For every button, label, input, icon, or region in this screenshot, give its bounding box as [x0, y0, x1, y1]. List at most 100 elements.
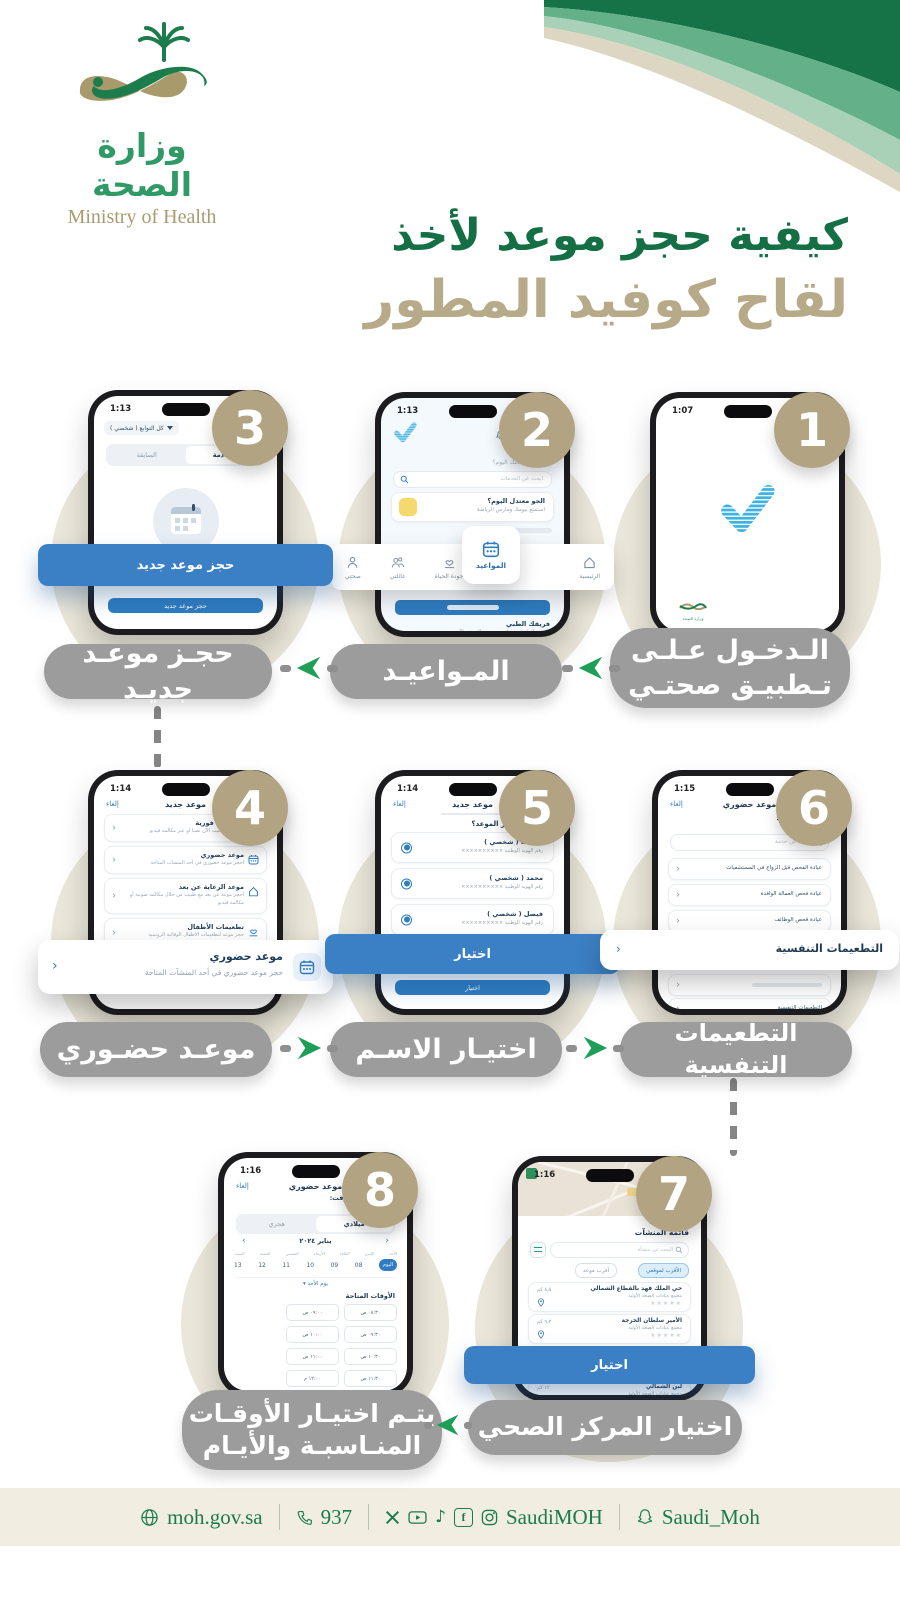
time-slot[interactable]: ١١:٠٠ ص [286, 1348, 339, 1365]
snapchat-handle[interactable]: Saudi_Moh [661, 1504, 760, 1529]
search-input[interactable]: ابحث عن الخدمات [393, 471, 552, 488]
nav-item-my-health[interactable]: صحتي [345, 554, 361, 580]
medical-team-title: فريقك الطبي [506, 620, 550, 628]
service-row-expat-exam[interactable]: عيادة فحص العمالة الوافدة ‹ [668, 884, 831, 906]
chevron-left-icon: ‹ [676, 979, 680, 991]
date-cell[interactable]: 12 [258, 1261, 266, 1269]
day-selector-value: يوم الأحد [307, 1281, 328, 1287]
day-selector[interactable]: يوم الأحد ▾ [303, 1281, 328, 1287]
cancel-link[interactable]: إلغاء [393, 800, 406, 808]
step-1-badge: 1 [774, 392, 850, 468]
step-1-label: الـدخـول عـلـى تـطبيـق صحتـي [610, 628, 850, 708]
hand-heart-icon [443, 556, 456, 569]
calendar-icon [299, 959, 315, 975]
nav-item-home[interactable]: الرئيسية [579, 554, 600, 580]
date-cell[interactable]: 08 [354, 1261, 363, 1269]
weekday: الثلاثاء [339, 1251, 350, 1256]
date-today[interactable]: اليوم [378, 1259, 397, 1271]
step-8: 1:16 موعد حضوري إلغاء اختر التاريخ والوق… [218, 1152, 418, 1397]
time-slot[interactable]: ٠٨:٣٠ ص [344, 1304, 397, 1321]
time-slot[interactable]: ١٢:٠٠ م [286, 1370, 339, 1387]
date-cell[interactable]: 11 [282, 1261, 290, 1269]
pin-icon [537, 1298, 545, 1307]
time-slot[interactable]: ١٠:٠٠ ص [286, 1326, 339, 1343]
moh-logo-english: Ministry of Health [67, 206, 217, 228]
respiratory-vaccinations-popped-row[interactable]: التطعيمات التنفسية ‹ [600, 930, 899, 970]
facebook-icon: f [453, 1507, 473, 1527]
in-person-appointment-popped-card[interactable]: موعد حضوري حجز موعد حضوري في أحد المنشآت… [38, 940, 333, 994]
date-cell[interactable]: 09 [330, 1261, 339, 1269]
facility-search-input[interactable]: البحث عن منشأة [550, 1242, 689, 1258]
service-name: عيادة فحص الوظائف [774, 917, 822, 923]
filter-button[interactable] [530, 1242, 546, 1258]
phone-number[interactable]: 937 [320, 1504, 353, 1529]
nav-item-quality-of-life[interactable]: جودة الحياة [435, 554, 463, 580]
dashed-connector-step3-step4 [154, 706, 161, 768]
status-time: 1:14 [397, 784, 419, 794]
person-option-3[interactable]: فيصل ( شخصي ) رقم الهوية الوطنية ×××××××… [391, 904, 554, 935]
social-handle[interactable]: SaudiMOH [505, 1504, 603, 1529]
person-name: عبدالله ( شخصي ) [484, 838, 543, 846]
flow-arrow-2-3 [280, 654, 338, 682]
dynamic-island [723, 405, 772, 418]
facility-card-2[interactable]: الأمير سلطان الحرجة مجمع عيادات الصحة ال… [528, 1314, 691, 1344]
cancel-link[interactable]: إلغاء [106, 800, 119, 808]
home-icon [583, 556, 596, 569]
service-row-skeleton[interactable]: ‹ [668, 974, 831, 996]
nav-item-appointments-elevated[interactable]: المواعيد [462, 526, 520, 584]
facility-card-1[interactable]: حي الملك فهد بالقطاع الشمالي مجمع عيادات… [528, 1282, 691, 1312]
book-new-appointment-button-popped[interactable]: حجز موعد جديد [38, 544, 333, 586]
footer-separator [278, 1504, 280, 1530]
radio-selected[interactable] [401, 878, 412, 889]
cancel-link[interactable]: إلغاء [670, 800, 683, 808]
promo-button[interactable] [395, 600, 550, 615]
step-1-label-line2: تـطبيـق صحتـي [628, 670, 832, 701]
status-time: 1:14 [110, 784, 132, 794]
chip-earliest-appointment[interactable]: أقرب موعد [574, 1263, 617, 1278]
option-in-person-appointment[interactable]: موعد حضوري احجز موعد حضوري في أحد المنشآ… [104, 846, 267, 874]
cancel-link[interactable]: إلغاء [236, 1182, 249, 1190]
service-row-employment-exam[interactable]: عيادة فحص الوظائف ‹ [668, 910, 831, 932]
website-link[interactable]: moh.gov.sa [167, 1504, 263, 1529]
chip-nearest-to-me[interactable]: الأقرب لموقعي [638, 1263, 689, 1278]
tab-past[interactable]: السابقة [136, 451, 157, 459]
service-search-input[interactable]: البحث عن خدمة [670, 834, 829, 851]
dependents-dropdown[interactable]: كل التوابع ( شخصي ) [104, 421, 179, 435]
chevron-prev-month[interactable]: › [242, 1236, 246, 1246]
tab-hijri[interactable]: هجري [268, 1220, 285, 1228]
choose-button-small[interactable]: اختيار [395, 980, 550, 995]
facility-list-title: قائمة المنشآت [634, 1228, 689, 1237]
medical-team-subtitle: لا يوجد لديك فريق طبي مخصص لك حتى الآن [456, 629, 550, 631]
globe-icon [141, 1508, 158, 1526]
time-slot[interactable]: ٠٩:٣٠ ص [344, 1326, 397, 1343]
time-slot[interactable]: ١١:٣٠ ص [344, 1370, 397, 1387]
facility-subtitle: مجمع عيادات الصحة الأولية [628, 1294, 682, 1299]
service-row-premarital[interactable]: عيادة الفحص قبل الزواج في المستشفيات ‹ [668, 858, 831, 880]
choose-button-popped[interactable]: اختيار [325, 934, 620, 974]
arrow-left-icon [296, 656, 321, 680]
person-option-1[interactable]: عبدالله ( شخصي ) رقم الهوية الوطنية ××××… [391, 832, 554, 863]
service-name: عيادة فحص العمالة الوافدة [760, 891, 822, 897]
step-2-label: المـواعيـد [330, 644, 562, 699]
radio-selected[interactable] [401, 842, 412, 853]
date-cell[interactable]: 13 [234, 1261, 242, 1269]
step-2-label-text: المـواعيـد [382, 655, 510, 687]
book-new-appointment-button-small[interactable]: حجز موعد جديد [108, 598, 263, 613]
option-telehealth-appointment[interactable]: موعد الرعاية عن بعد احجز موعد عن بعد مع … [104, 878, 267, 914]
service-row-respiratory[interactable]: التطعيمات التنفسية ‹ [668, 998, 831, 1009]
date-cell[interactable]: 10 [306, 1261, 315, 1269]
step-4-label-text: موعـد حضـوري [56, 1033, 256, 1065]
choose-center-button-popped[interactable]: اختيار [464, 1346, 755, 1384]
status-time: 1:07 [672, 406, 694, 416]
time-slot[interactable]: ٠٩:٠٠ ص [286, 1304, 339, 1321]
radio-selected[interactable] [401, 914, 412, 925]
chevron-next-month[interactable]: ‹ [385, 1236, 389, 1246]
person-option-2[interactable]: محمد ( شخصي ) رقم الهوية الوطنية ×××××××… [391, 868, 554, 899]
nav-label-appointments: المواعيد [475, 561, 507, 570]
nav-item-family[interactable]: عائلتي [390, 554, 406, 580]
dropdown-value: كل التوابع ( شخصي ) [110, 424, 164, 432]
time-slot[interactable]: ١٠:٣٠ ص [344, 1348, 397, 1365]
month-label: يناير ٢٠٢٤ [299, 1237, 332, 1245]
weekday-row: الأحد الإثنين الثلاثاء الأربعاء الخميس ا… [234, 1251, 397, 1256]
weather-title: الجو معتدل اليوم؟ [487, 497, 545, 505]
